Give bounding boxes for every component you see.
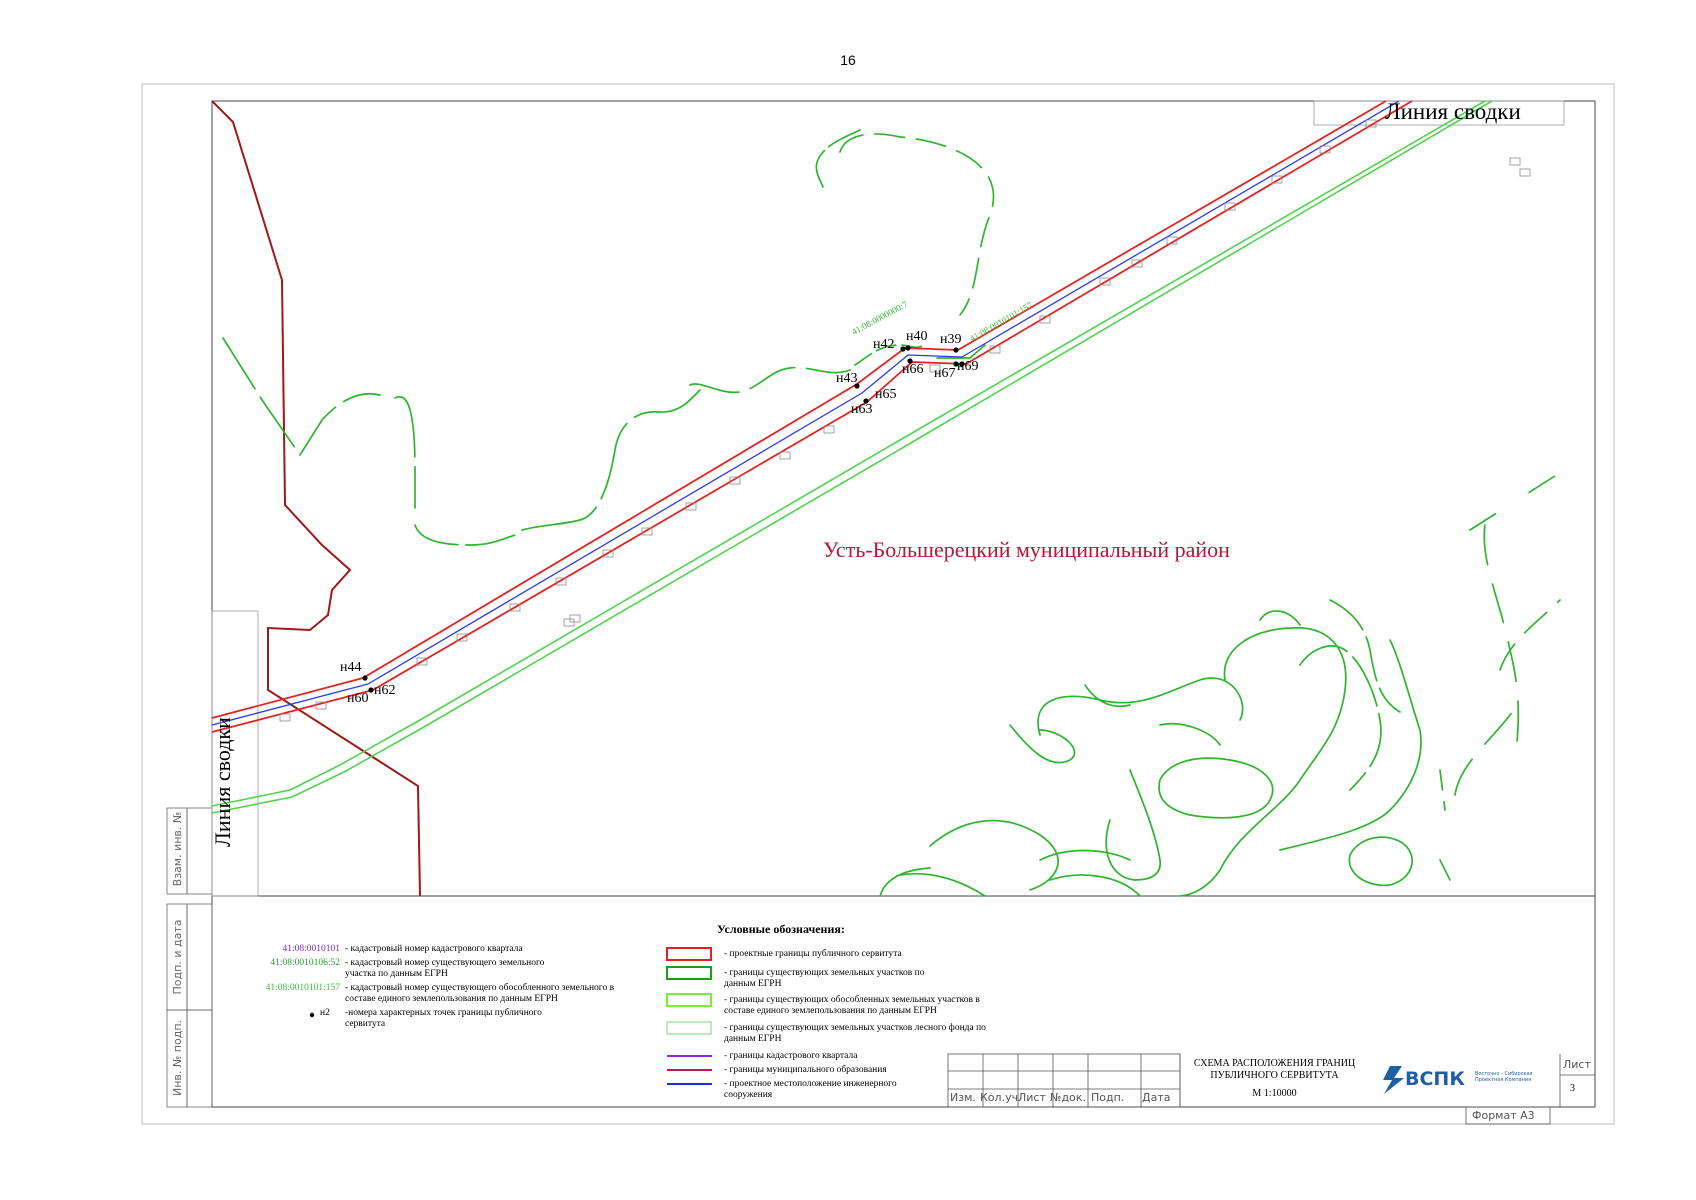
legend-right-5: - границы кадастрового квартала: [724, 1051, 858, 1061]
title-block-header-podp: Подп.: [1091, 1091, 1125, 1104]
title-block-scale: М 1:10000: [1252, 1088, 1297, 1099]
side-stamp-podp-data: Подп. и дата: [171, 919, 184, 995]
isolated-parcel-boundary: [211, 100, 1493, 814]
summary-line-boxes: [211, 100, 1565, 897]
point-label-n43: н43: [836, 371, 858, 386]
forest-fund-markers: [279, 119, 1531, 722]
servitude-corridor: [211, 100, 1413, 733]
point-label-n62: н62: [374, 683, 396, 698]
legend-right-7: - проектное местоположение инженерного с…: [724, 1079, 897, 1100]
summary-line-label-top: Линия сводки: [1385, 99, 1521, 124]
legend-left-text-2: - кадастровый номер существующего земель…: [345, 958, 545, 979]
forest-boundaries: [222, 129, 1581, 897]
legend-left-code-3: 41:08:0010101:157: [265, 983, 340, 993]
legend-right-6: - границы муниципального образования: [724, 1065, 887, 1075]
title-block-header-izm: Изм.: [950, 1091, 976, 1104]
logo-subtitle: Восточно - Сибирская Проектная Компания: [1475, 1071, 1533, 1083]
point-label-n69: н69: [957, 359, 979, 374]
legend-left-code-1: 41:08:0010101: [282, 944, 340, 954]
legend-point-marker: [309, 1012, 315, 1018]
district-label: Усть-Большерецкий муниципальный район: [823, 537, 1230, 562]
point-label-n60: н60: [347, 691, 369, 706]
characteristic-points: [362, 345, 965, 693]
legend-right-4: - границы существующих земельных участко…: [724, 1023, 986, 1044]
point-label-n39: н39: [940, 332, 962, 347]
point-label-n44: н44: [340, 660, 362, 675]
title-block-header-doc: №док.: [1050, 1091, 1086, 1104]
point-label-n65: н65: [875, 387, 897, 402]
drawing-frame: [211, 100, 1596, 1108]
legend-left-code-2: 41:08:0010106:52: [270, 958, 340, 968]
summary-line-label-left: Линия сводки: [210, 717, 235, 847]
sheet-number: 3: [1570, 1083, 1575, 1094]
municipal-boundary: [211, 100, 421, 897]
format-label: Формат А3: [1472, 1109, 1535, 1122]
page-number: 16: [840, 52, 856, 68]
point-label-n66: н66: [902, 362, 924, 377]
sheet-label: Лист: [1563, 1058, 1591, 1071]
point-label-n67: н67: [934, 366, 956, 381]
legend-right-1: - проектные границы публичного сервитута: [724, 949, 902, 959]
legend-left-text-1: - кадастровый номер кадастрового квартал…: [345, 944, 523, 954]
point-label-n42: н42: [873, 337, 895, 352]
point-label-n40: н40: [906, 329, 928, 344]
side-stamp-vzam: Взам. инв. №: [171, 811, 184, 887]
legend-left-text-3: - кадастровый номер существующего обособ…: [345, 983, 615, 1004]
logo-text: ВСПК: [1405, 1068, 1465, 1090]
legend-swatches: [666, 947, 712, 1085]
legend-right-2: - границы существующих земельных участко…: [724, 968, 925, 989]
title-block-header-data: Дата: [1142, 1091, 1171, 1104]
sheet-outer-frame: [141, 83, 1615, 1125]
title-block-title: СХЕМА РАСПОЛОЖЕНИЯ ГРАНИЦ ПУБЛИЧНОГО СЕР…: [1193, 1058, 1356, 1081]
side-stamp-inv-podp: Инв. № подп.: [171, 1019, 184, 1097]
point-label-n63: н63: [851, 402, 873, 417]
legend-left-text-4: -номера характерных точек границы публич…: [345, 1008, 542, 1029]
title-block-grid: [947, 1053, 1595, 1125]
title-block-header-list: Лист: [1018, 1091, 1046, 1104]
legend-title: Условные обозначения:: [717, 922, 845, 936]
side-stamp-grid: [166, 807, 213, 1108]
legend-left-code-4: н2: [320, 1008, 330, 1018]
legend-right-3: - границы существующих обособленных земе…: [724, 995, 980, 1016]
logo-mark: [1383, 1066, 1404, 1094]
title-block-header-kol: Кол.уч.: [980, 1091, 1022, 1104]
